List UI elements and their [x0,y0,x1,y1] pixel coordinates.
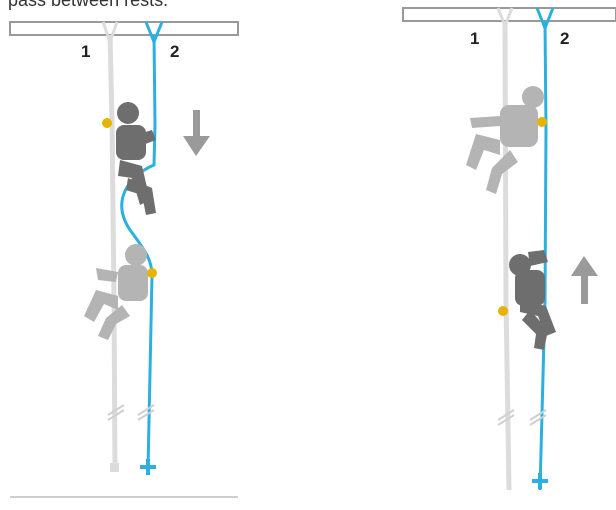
down-arrow-icon [183,110,210,156]
device-icon [102,118,112,128]
caption-fragment: pass between rests. [8,0,169,10]
device-icon [498,306,508,316]
rope-knots [497,409,547,426]
rope-1-anchor [101,21,119,47]
rope-1-grey [107,34,118,471]
rope-2-anchor [144,21,164,47]
rope-knots [107,404,155,421]
right-panel: 1 2 [402,7,616,491]
rope-2-weight [140,459,156,475]
climber-upper-figure [466,86,544,194]
rope-1-weight [110,463,119,472]
device-icon [537,117,547,127]
rope-2-weight [532,473,548,489]
anchor-beam [9,21,239,36]
climber-upper-figure [116,102,156,215]
rope-label-1: 1 [470,29,479,48]
climber-lower-figure [84,244,148,340]
climber-lower-figure [509,250,556,350]
rope-2-anchor [535,7,555,33]
rope-2-blue [120,34,157,471]
rope-1-anchor [496,7,514,31]
rope-label-2: 2 [170,42,179,61]
up-arrow-icon [571,256,598,304]
rope-2-blue [538,20,548,491]
left-panel: 1 2 [9,21,239,498]
rope-label-2: 2 [560,29,569,48]
device-icon [147,268,157,278]
rope-label-1: 1 [81,42,90,61]
